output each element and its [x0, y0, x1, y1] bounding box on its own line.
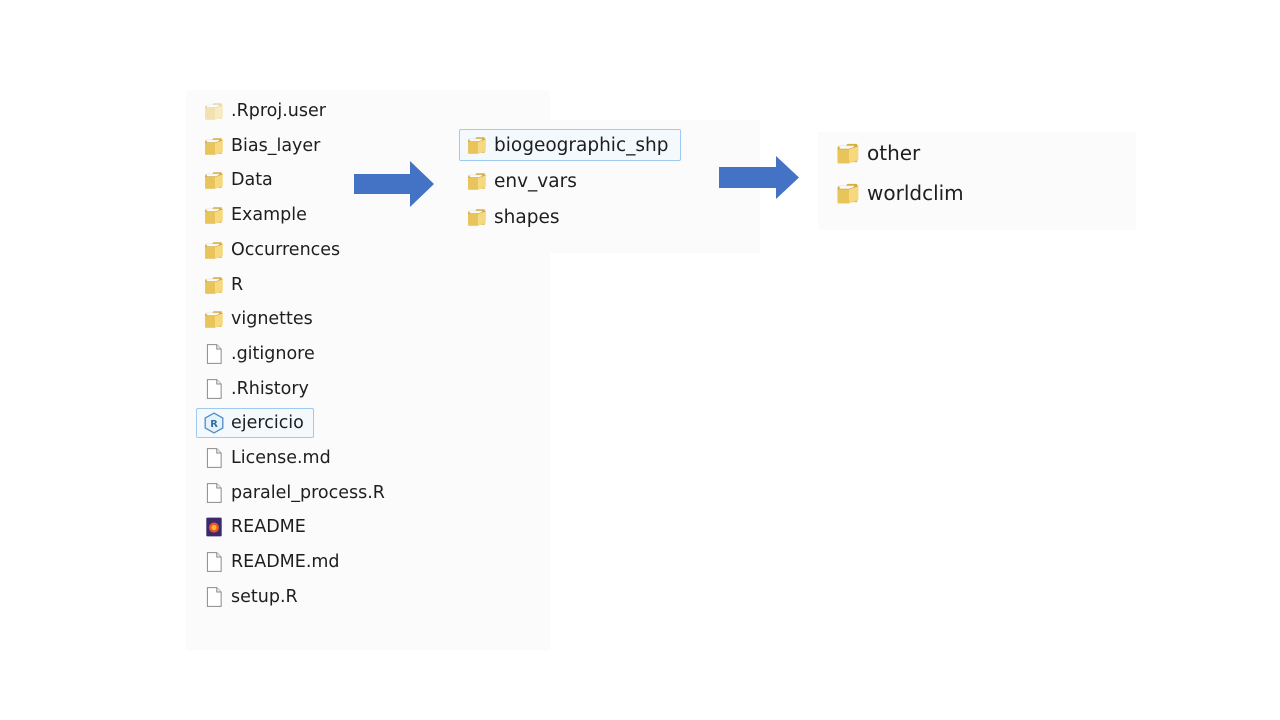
folder-item[interactable]: Occurrences — [196, 235, 341, 265]
item-name: Data — [231, 170, 273, 191]
file-item[interactable]: .Rhistory — [196, 374, 310, 404]
item-name: .Rproj.user — [231, 101, 326, 121]
item-name: worldclim — [867, 181, 964, 205]
folder-item[interactable]: env_vars — [459, 165, 578, 197]
item-name: shapes — [494, 206, 560, 228]
item-name: vignettes — [231, 309, 313, 330]
folder-icon — [203, 204, 225, 226]
file-item[interactable]: paralel_process.R — [196, 478, 386, 508]
folder-icon — [203, 308, 225, 330]
folder-icon — [203, 135, 225, 157]
arrow-right-icon-1 — [354, 161, 434, 207]
folder-icon — [835, 140, 861, 166]
folder-icon — [835, 180, 861, 206]
folder-icon — [466, 170, 488, 192]
item-name: env_vars — [494, 170, 577, 192]
item-name: biogeographic_shp — [494, 134, 669, 156]
item-name: Example — [231, 205, 307, 226]
html-icon — [203, 516, 225, 538]
file-icon — [203, 551, 225, 573]
folder-item[interactable]: R — [196, 270, 244, 300]
file-icon — [203, 343, 225, 365]
rproj-icon: R — [203, 412, 225, 434]
file-item[interactable]: README — [196, 512, 307, 542]
item-name: .gitignore — [231, 343, 315, 364]
file-item[interactable]: License.md — [196, 443, 332, 473]
file-item[interactable]: README.md — [196, 547, 341, 577]
item-name: README — [231, 517, 306, 538]
arrow-right-icon-2 — [719, 156, 799, 199]
folder-item[interactable]: Example — [196, 200, 308, 230]
file-item[interactable]: setup.R — [196, 582, 299, 612]
item-name: setup.R — [231, 586, 298, 607]
file-item[interactable]: .gitignore — [196, 339, 316, 369]
data-folder-panel: biogeographic_shp env_vars shapes — [455, 120, 760, 253]
folder-item[interactable]: shapes — [459, 201, 560, 233]
item-name: Bias_layer — [231, 135, 321, 156]
folder-item[interactable]: biogeographic_shp — [459, 129, 681, 161]
folder-item[interactable]: Data — [196, 165, 274, 195]
item-name: Occurrences — [231, 239, 341, 260]
folder-item[interactable]: Bias_layer — [196, 131, 321, 161]
item-name: ejercicio — [231, 413, 304, 434]
folder-icon — [466, 134, 488, 156]
file-icon — [203, 378, 225, 400]
folder-item[interactable]: other — [830, 136, 921, 170]
item-name: .Rhistory — [231, 378, 309, 399]
folder-icon — [203, 239, 225, 261]
item-name: License.md — [231, 448, 331, 468]
item-name: other — [867, 141, 921, 165]
item-name: paralel_process.R — [231, 482, 385, 503]
file-item[interactable]: R ejercicio — [196, 408, 314, 439]
folder-item[interactable]: vignettes — [196, 304, 314, 334]
file-icon — [203, 447, 225, 469]
item-name: README.md — [231, 552, 340, 573]
folder-item[interactable]: .Rproj.user — [196, 96, 327, 126]
folder-icon — [466, 206, 488, 228]
env-vars-folder-panel: other worldclim — [818, 132, 1136, 230]
folder-icon — [203, 169, 225, 191]
svg-text:R: R — [210, 419, 218, 430]
folder-faded-icon — [203, 100, 225, 122]
file-icon — [203, 586, 225, 608]
file-icon — [203, 482, 225, 504]
folder-icon — [203, 274, 225, 296]
folder-item[interactable]: worldclim — [830, 176, 965, 210]
item-name: R — [231, 274, 244, 295]
